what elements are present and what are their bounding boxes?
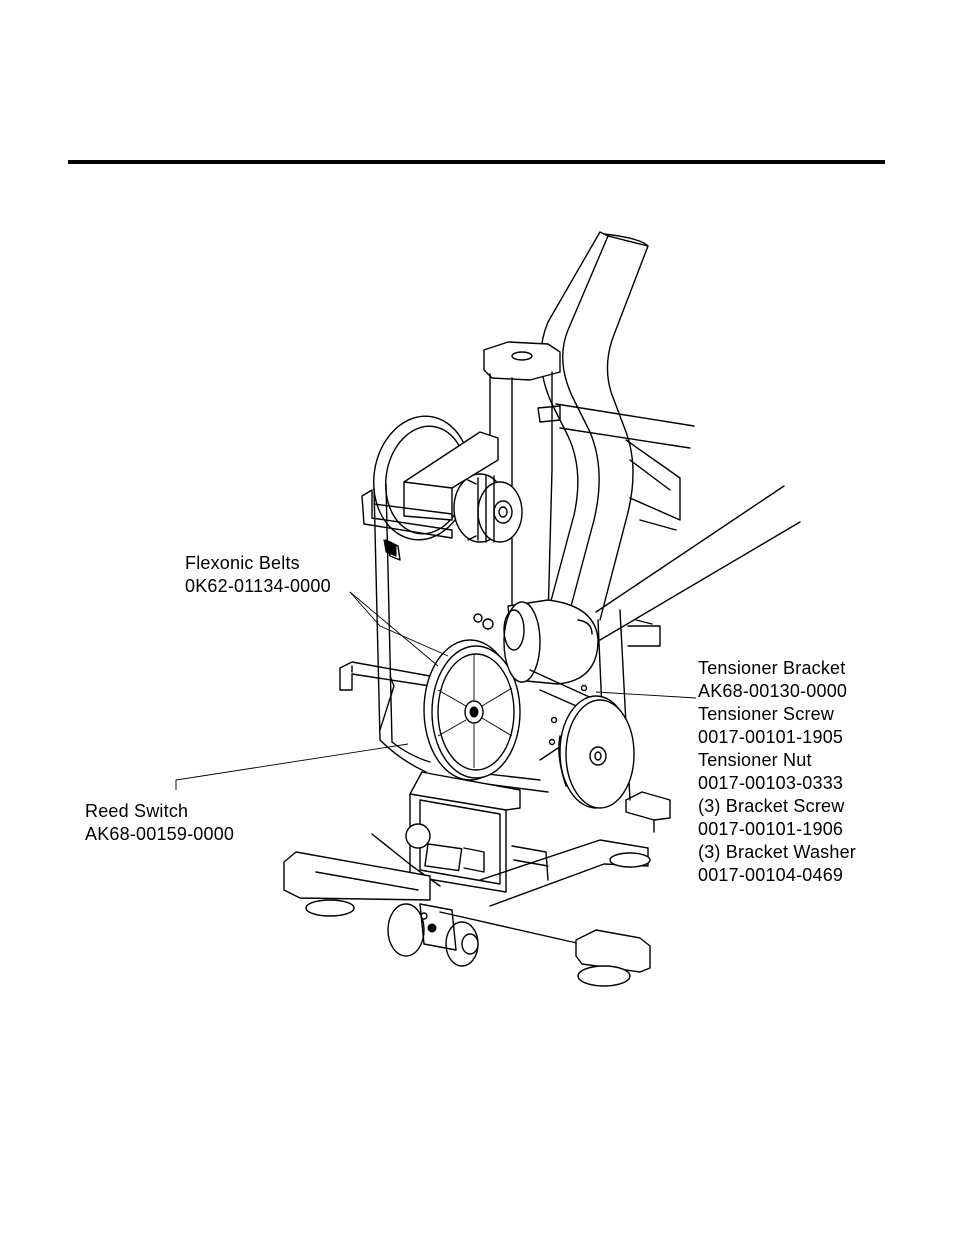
flexonic-part-number: 0K62-01134-0000	[185, 576, 331, 596]
tensioner-screw-name: Tensioner Screw	[698, 704, 835, 724]
bracket-screw-name: (3) Bracket Screw	[698, 796, 845, 816]
tensioner-bracket-name: Tensioner Bracket	[698, 658, 846, 678]
tensioner-pulley	[529, 669, 635, 809]
generator	[473, 599, 599, 685]
tensioner-leader	[595, 691, 697, 699]
tensioner-callout: Tensioner Bracket AK68-00130-0000 Tensio…	[698, 657, 856, 887]
flexonic-leader-1	[349, 591, 439, 667]
bracket-washer-part: 0017-00104-0469	[698, 865, 844, 885]
flexonic-belts-callout: Flexonic Belts 0K62-01134-0000	[185, 552, 331, 598]
bracket-screw-part: 0017-00101-1906	[698, 819, 844, 839]
lower-pulley	[423, 639, 521, 781]
flexonic-leader-2	[349, 591, 449, 657]
tensioner-nut-part: 0017-00103-0333	[698, 773, 844, 793]
flexonic-belts	[373, 483, 549, 793]
reed-part-number: AK68-00159-0000	[85, 824, 235, 844]
flexonic-name: Flexonic Belts	[185, 553, 300, 573]
reed-leader	[175, 743, 409, 790]
main-column	[483, 341, 661, 801]
reed-switch-board	[371, 771, 549, 893]
bracket-washer-name: (3) Bracket Washer	[698, 842, 856, 862]
reed-switch-callout: Reed Switch AK68-00159-0000	[85, 800, 234, 846]
base-frame	[283, 791, 671, 987]
frame-rails	[537, 403, 801, 641]
leader-lines	[175, 591, 697, 790]
header-rule	[68, 160, 885, 164]
handle-tube	[540, 231, 649, 621]
reed-name: Reed Switch	[85, 801, 189, 821]
tensioner-nut-name: Tensioner Nut	[698, 750, 812, 770]
left-bracket	[339, 661, 431, 731]
tensioner-bracket-part: AK68-00130-0000	[698, 681, 848, 701]
tensioner-screw-part: 0017-00101-1905	[698, 727, 844, 747]
